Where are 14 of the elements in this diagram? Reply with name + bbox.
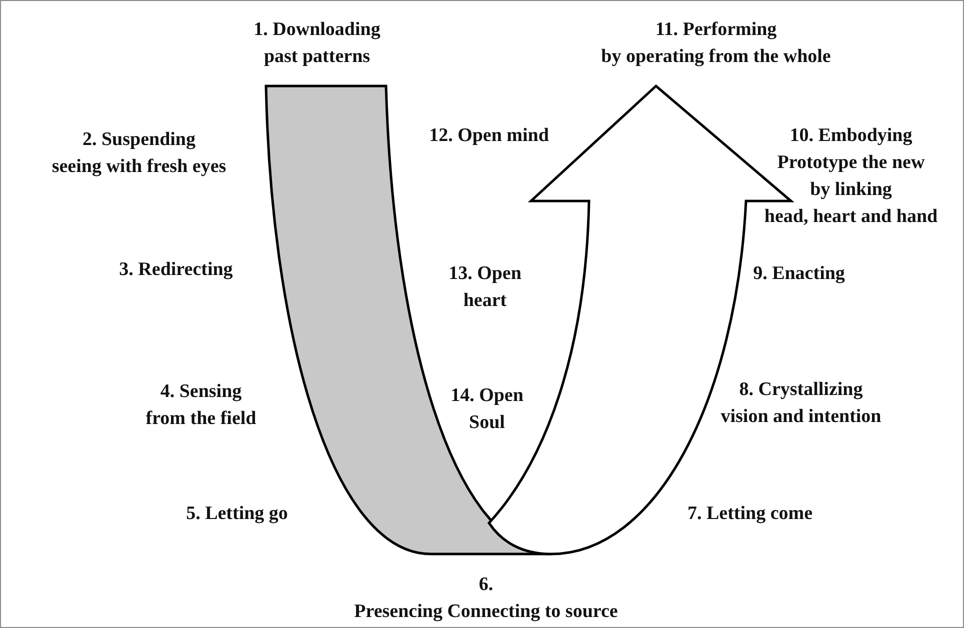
stage-label: 7. Letting come [687,502,813,526]
stage-label: 11. Performing by operating from the whole [601,18,831,69]
stage-label: 12. Open mind [429,124,549,148]
stage-label: 6. Presencing Connecting to source [354,573,618,624]
stage-label: 13. Open heart [448,262,522,313]
stage-label: 10. Embodying Prototype the new by linking head, heart and hand [764,124,938,229]
stage-label: 9. Enacting [753,262,845,286]
stage-label: 3. Redirecting [119,258,233,282]
stage-label: 5. Letting go [186,502,288,526]
stage-label: 2. Suspending seeing with fresh eyes [52,128,226,179]
stage-label: 14. Open Soul [450,384,524,435]
stage-label: 1. Downloading past patterns [254,18,380,69]
stage-label: 8. Crystallizing vision and intention [720,378,882,429]
stage-label: 4. Sensing from the field [146,380,256,431]
